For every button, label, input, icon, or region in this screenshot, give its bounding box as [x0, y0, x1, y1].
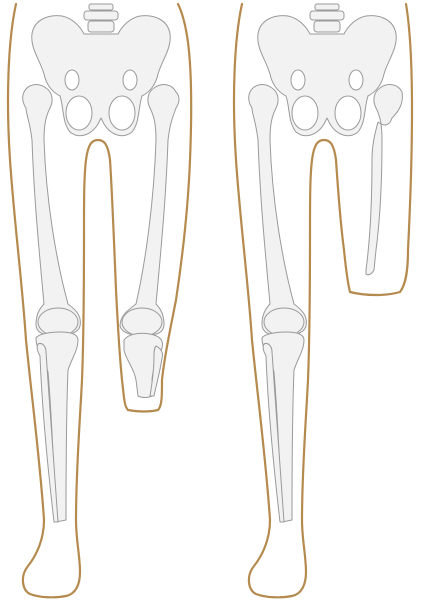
pelvis-left-foramen — [292, 96, 318, 130]
lumbar-vertebra — [84, 4, 118, 32]
patella-right — [122, 308, 162, 336]
pelvis-right-ala-hole — [123, 70, 137, 90]
figure-above-knee-amputation — [234, 4, 412, 597]
pelvis — [32, 16, 171, 136]
pelvis-left-foramen — [66, 96, 92, 130]
pelvis-left-ala-hole — [291, 70, 305, 90]
lumbar-vertebra — [310, 4, 344, 32]
figure-below-knee-amputation — [8, 4, 191, 597]
pelvis-right-foramen — [335, 96, 361, 130]
pelvis — [258, 16, 397, 136]
pelvis-right-foramen — [109, 96, 135, 130]
femur-right-residual — [366, 85, 402, 275]
pelvis-left-ala-hole — [65, 70, 79, 90]
pelvis-right-ala-hole — [349, 70, 363, 90]
